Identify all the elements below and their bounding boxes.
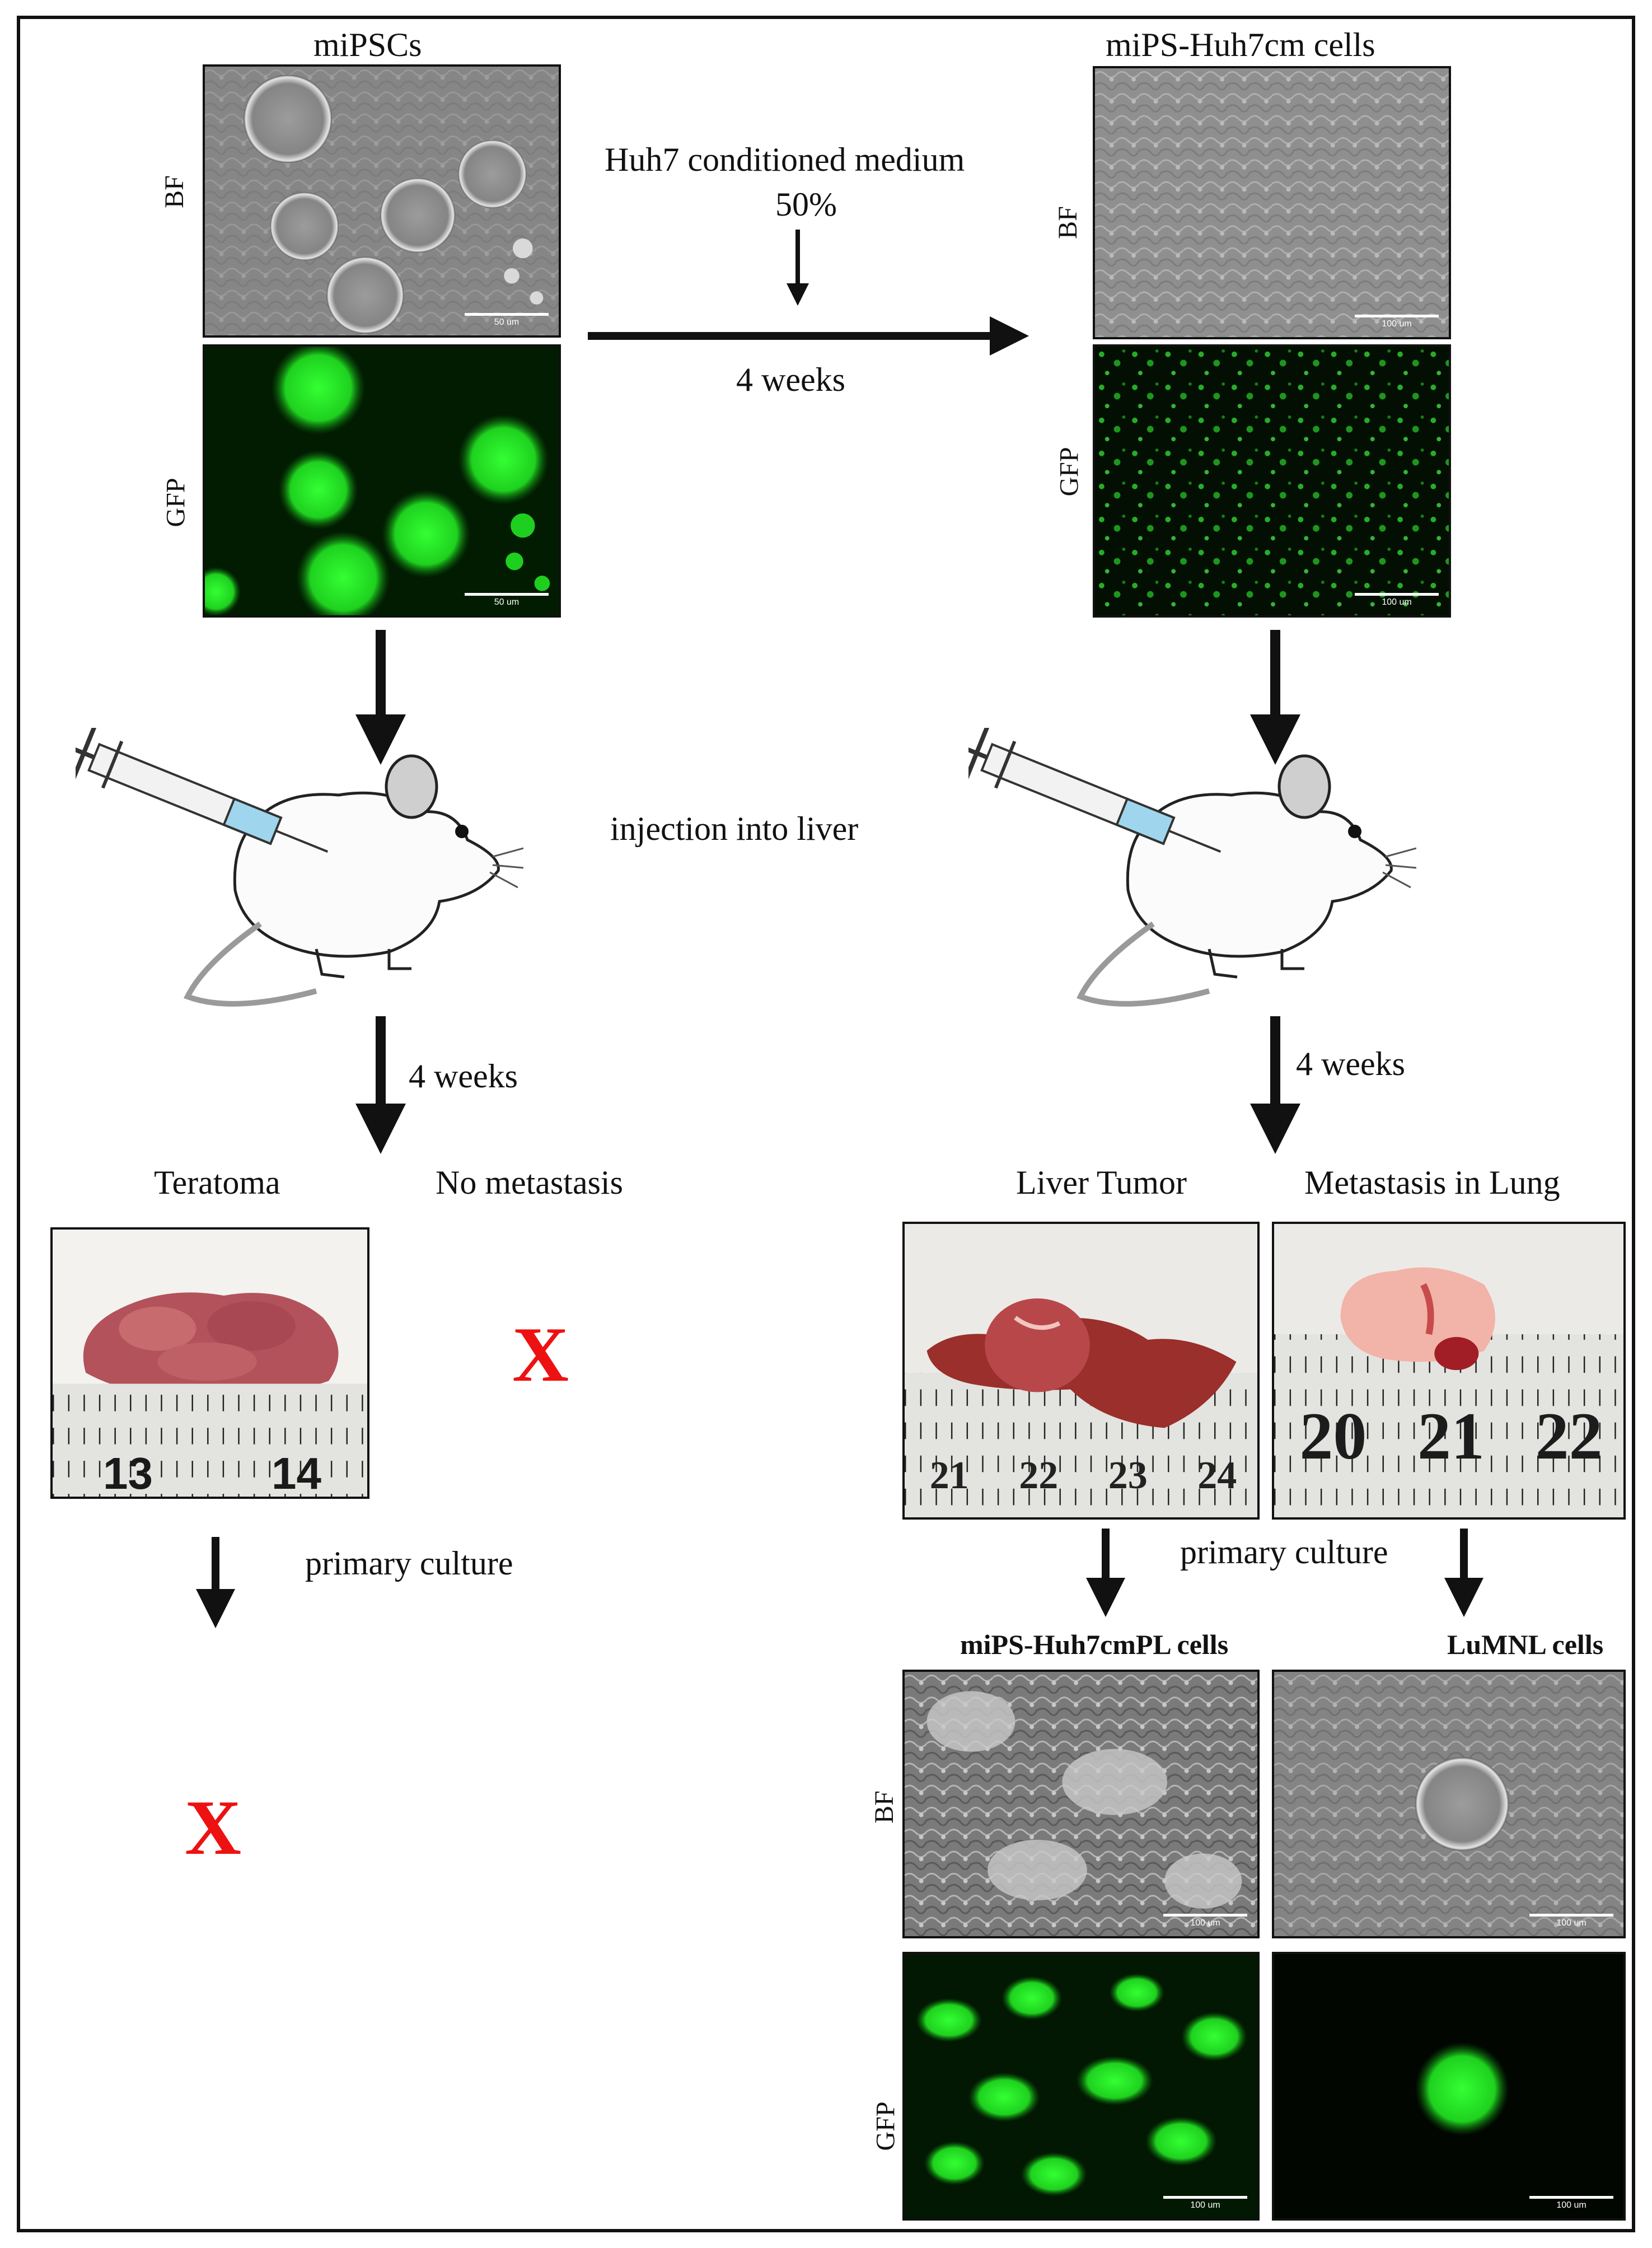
scale-bar-lumnl-gfp: 100 um	[1529, 2196, 1613, 2210]
right-gfp-label: GFP	[1054, 447, 1084, 497]
no-metastasis-label: No metastasis	[436, 1164, 623, 1201]
liver-tumor-photo: 21 22 23 24	[902, 1222, 1260, 1520]
syringe-icon	[968, 728, 1222, 853]
scale-bar-pl-gfp: 100 um	[1163, 2196, 1247, 2210]
left-gfp-label: GFP	[161, 478, 191, 527]
injection-label: injection into liver	[610, 810, 859, 847]
right-title: miPS-Huh7cm cells	[1106, 26, 1375, 63]
left-bf-panel: 50 um	[203, 64, 561, 338]
right-bf-panel: 100 um	[1093, 66, 1451, 339]
right-weeks-label: 4 weeks	[1296, 1045, 1405, 1082]
top-weeks-label: 4 weeks	[736, 361, 845, 398]
left-gfp-panel: 50 um	[203, 344, 561, 618]
scale-bar-pl-bf: 100 um	[1163, 1914, 1247, 1928]
bottom-bf-label: BF	[869, 1791, 899, 1824]
pl-gfp-panel: 100 um	[902, 1952, 1260, 2221]
scale-bar-right-bf: 100 um	[1355, 315, 1439, 329]
right-gfp-panel: 100 um	[1093, 344, 1451, 618]
teratoma-photo: 13 14	[50, 1227, 369, 1499]
ruler-number: 21	[1417, 1399, 1485, 1473]
lumnl-bf-panel: 100 um	[1272, 1670, 1626, 1938]
left-weeks-label: 4 weeks	[409, 1058, 518, 1095]
ruler-number: 22	[1019, 1454, 1059, 1497]
no-culture-x: X	[185, 1784, 242, 1871]
lumnl-gfp-panel: 100 um	[1272, 1952, 1626, 2221]
bottom-gfp-label: GFP	[871, 2101, 901, 2151]
medium-label-line2: 50%	[775, 186, 837, 223]
mouse-icon	[184, 754, 523, 1007]
scale-bar-left-bf: 50 um	[465, 313, 549, 328]
left-bf-label: BF	[159, 175, 189, 208]
liver-tumor-label: Liver Tumor	[1016, 1164, 1187, 1201]
scale-bar-left-gfp: 50 um	[465, 593, 549, 607]
lung-metastasis-label: Metastasis in Lung	[1304, 1164, 1560, 1201]
medium-label-line1: Huh7 conditioned medium	[605, 141, 965, 178]
ruler-number: 24	[1197, 1454, 1237, 1497]
left-title: miPSCs	[313, 26, 422, 63]
mouse-syringe-left	[76, 728, 523, 1007]
lung-photo: 20 21 22	[1272, 1222, 1626, 1520]
ruler-number: 14	[272, 1448, 321, 1498]
mouse-syringe-right	[968, 728, 1416, 1007]
left-primary-culture-label: primary culture	[305, 1545, 513, 1582]
ruler-number: 20	[1299, 1399, 1367, 1473]
lumnl-cells-label: LuMNL cells	[1447, 1629, 1604, 1660]
ruler-number: 22	[1535, 1399, 1603, 1473]
ruler-number: 13	[103, 1448, 153, 1498]
scale-bar-right-gfp: 100 um	[1355, 593, 1439, 607]
pl-bf-panel: 100 um	[902, 1670, 1260, 1938]
ruler-number: 21	[929, 1454, 969, 1497]
mouse-icon	[1077, 754, 1416, 1007]
ruler-number: 23	[1108, 1454, 1148, 1497]
no-metastasis-x: X	[512, 1311, 569, 1398]
right-bf-label: BF	[1052, 206, 1083, 239]
scale-bar-lumnl-bf: 100 um	[1529, 1914, 1613, 1928]
syringe-icon	[76, 728, 329, 853]
right-primary-culture-label: primary culture	[1180, 1534, 1388, 1571]
teratoma-label: Teratoma	[154, 1164, 280, 1201]
pl-cells-label: miPS-Huh7cmPL cells	[960, 1629, 1229, 1660]
